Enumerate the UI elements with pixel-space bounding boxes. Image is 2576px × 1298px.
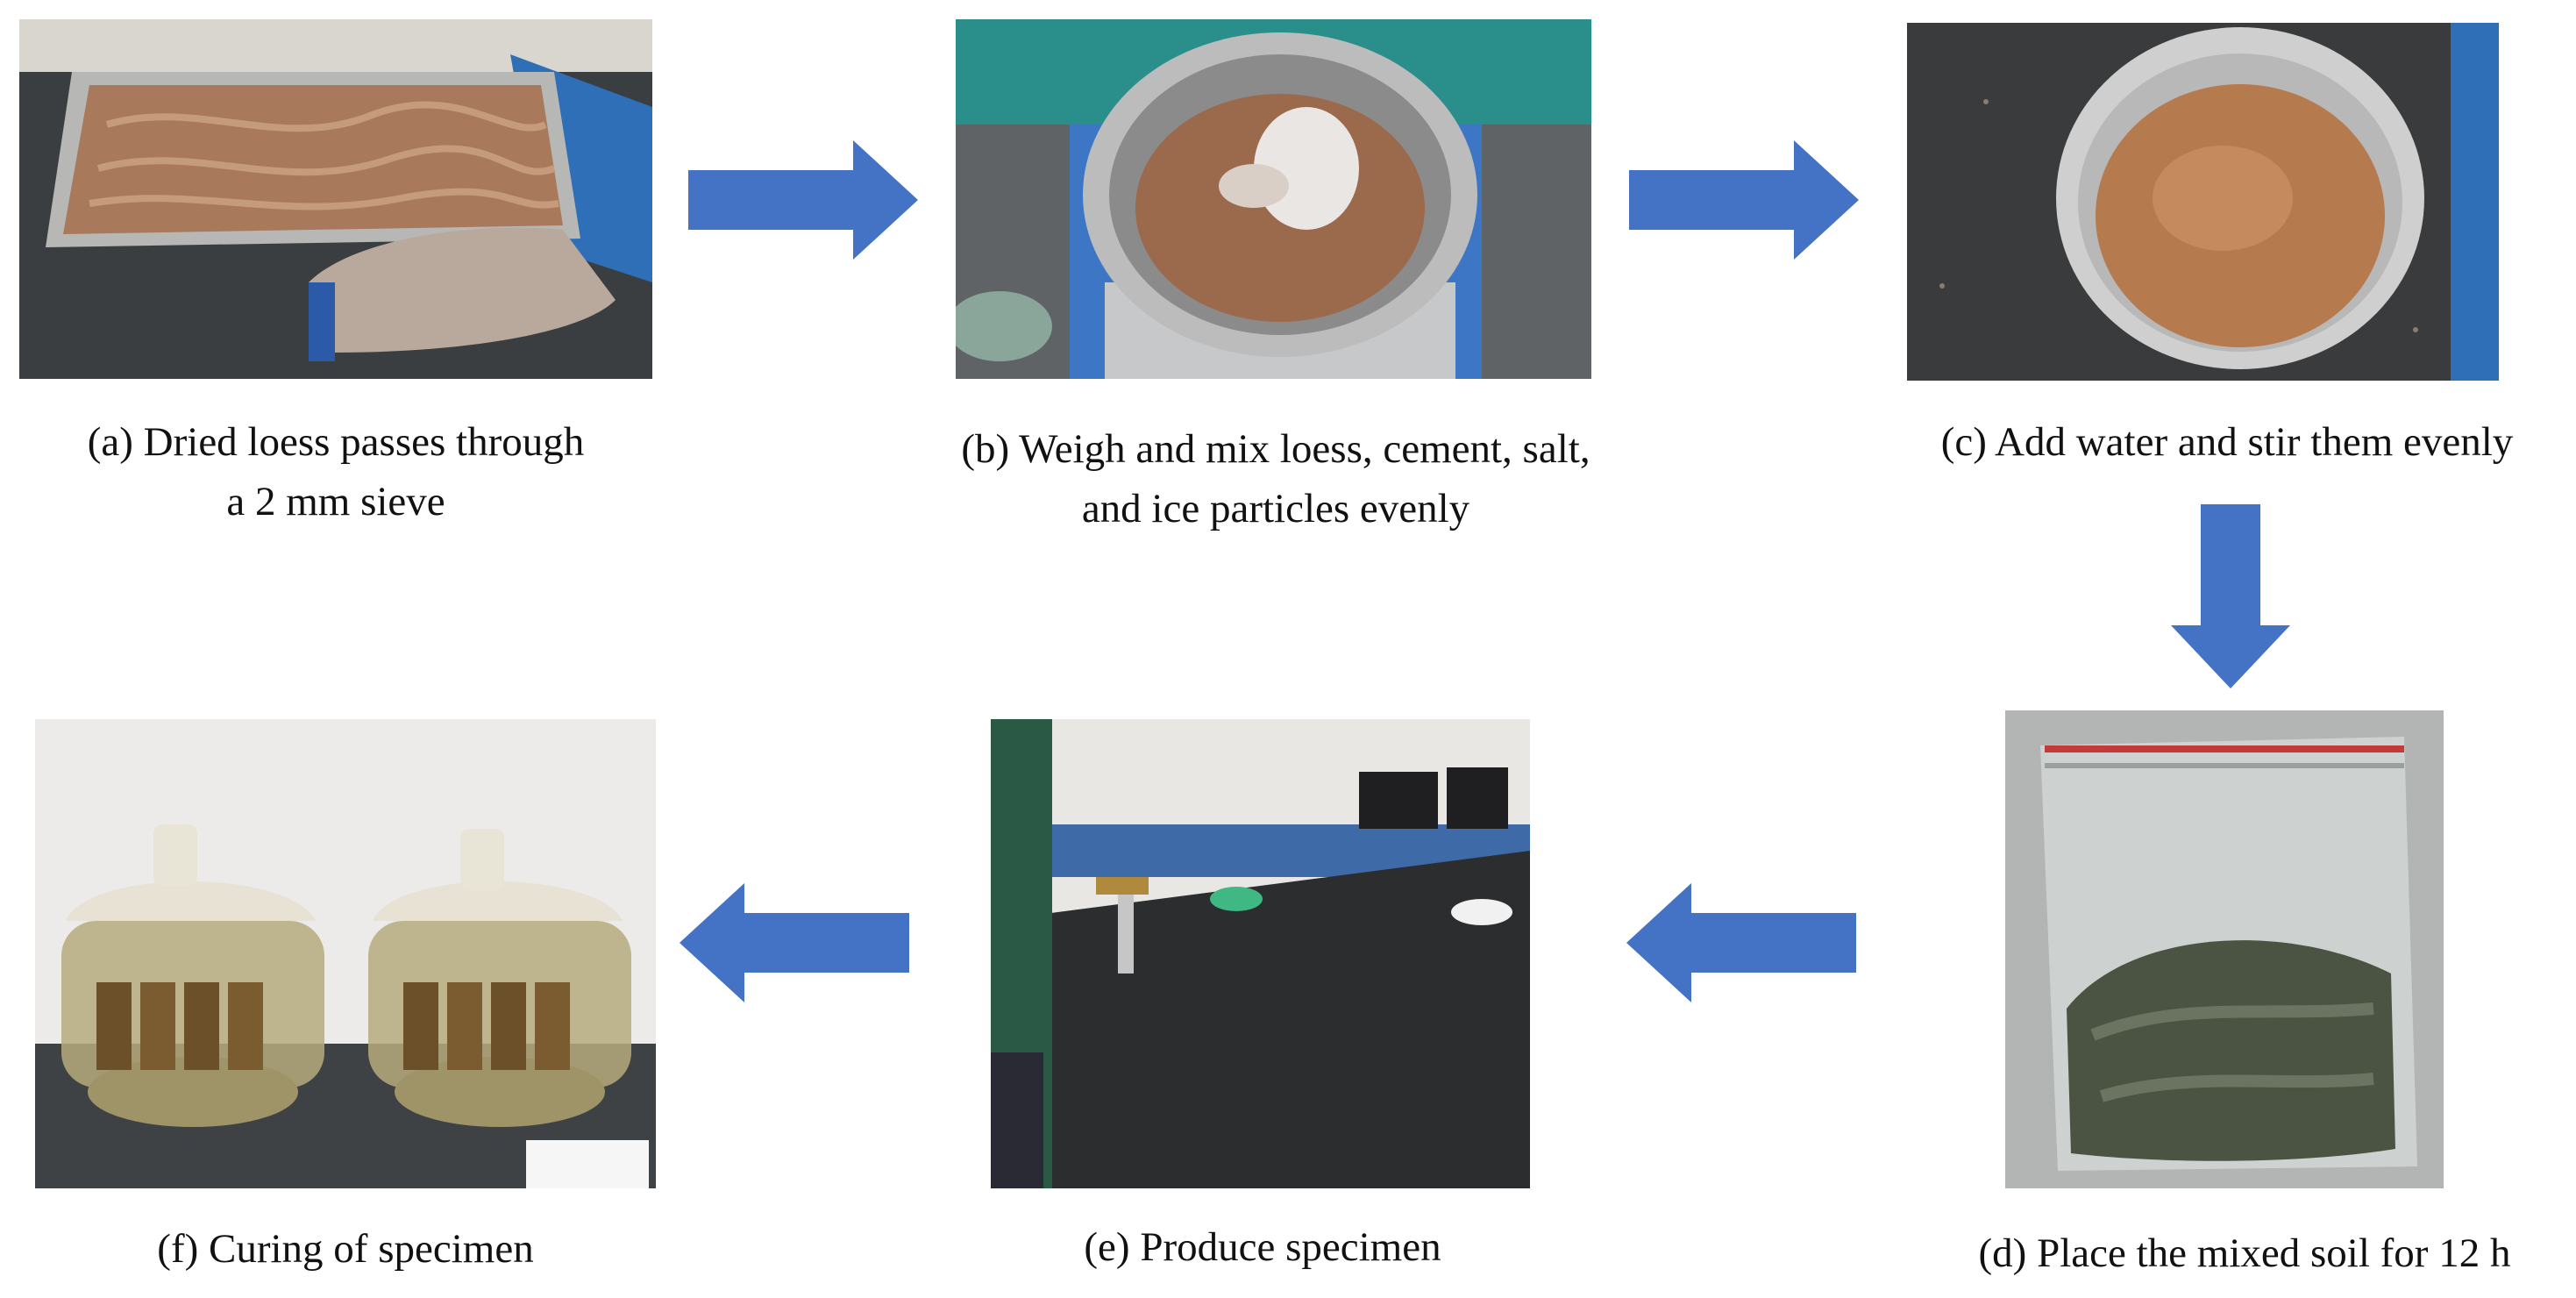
caption-step-a-line2: a 2 mm sieve xyxy=(226,479,445,525)
photo-dried-loess-tray xyxy=(19,19,652,379)
photo-mixed-soil-bag xyxy=(2005,710,2444,1188)
caption-step-e-line1: (e) Produce specimen xyxy=(1084,1224,1441,1270)
photo-weigh-mix-bowl xyxy=(956,19,1591,379)
caption-step-c: (c) Add water and stir them evenly xyxy=(1889,412,2565,472)
caption-step-e: (e) Produce specimen xyxy=(903,1217,1622,1277)
arrow-b-to-c xyxy=(1629,140,1859,260)
caption-step-c-line1: (c) Add water and stir them evenly xyxy=(1940,419,2514,465)
caption-step-b-line2: and ice particles evenly xyxy=(1081,486,1470,532)
caption-step-d-line1: (d) Place the mixed soil for 12 h xyxy=(1978,1230,2511,1276)
arrow-d-to-e xyxy=(1626,883,1856,1002)
arrow-a-to-b xyxy=(688,140,918,260)
caption-step-f-line1: (f) Curing of specimen xyxy=(157,1226,534,1272)
caption-step-b-line1: (b) Weigh and mix loess, cement, salt, xyxy=(961,426,1590,472)
arrow-c-to-d xyxy=(2171,504,2290,688)
caption-step-a: (a) Dried loess passes through a 2 mm si… xyxy=(19,412,652,531)
caption-step-b: (b) Weigh and mix loess, cement, salt, a… xyxy=(912,419,1640,538)
caption-step-a-line1: (a) Dried loess passes through xyxy=(87,419,585,465)
caption-step-d: (d) Place the mixed soil for 12 h xyxy=(1920,1223,2569,1283)
caption-step-f: (f) Curing of specimen xyxy=(35,1219,656,1279)
arrow-e-to-f xyxy=(680,883,909,1002)
photo-add-water-stir xyxy=(1907,23,2499,381)
photo-produce-specimen xyxy=(991,719,1530,1188)
photo-curing-specimen xyxy=(35,719,656,1188)
